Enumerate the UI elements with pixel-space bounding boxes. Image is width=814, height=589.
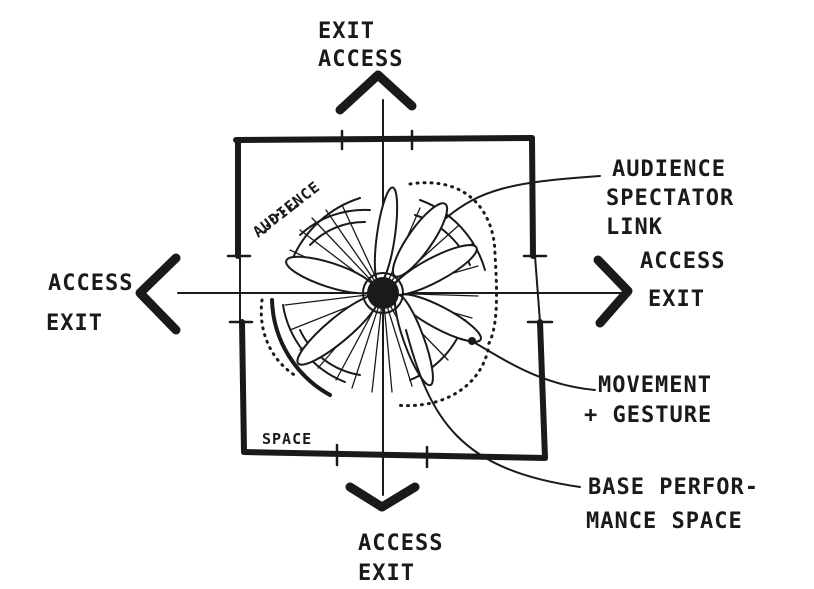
leader-movement: [470, 340, 595, 390]
arrow-left-icon: [140, 258, 176, 330]
leader-dot: [468, 337, 476, 345]
left-exit-label-line2: EXIT: [46, 311, 103, 336]
center-dot-icon: [367, 277, 399, 309]
base-performance-label-line2: MANCE SPACE: [586, 509, 743, 534]
square-left-edge-lower: [242, 322, 244, 452]
square-bottom-edge: [244, 452, 545, 458]
bottom-exit-label-line1: ACCESS: [358, 531, 443, 556]
top-exit-label-line1: EXIT: [318, 19, 375, 44]
square-right-edge-lower: [540, 322, 545, 458]
right-exit-label-line1: ACCESS: [640, 249, 725, 274]
arrow-right-icon: [598, 260, 628, 323]
movement-label-line2: + GESTURE: [584, 403, 712, 428]
audience-link-label-line2: SPECTATOR: [606, 186, 734, 211]
square-right-edge: [532, 138, 533, 256]
audience-link-label-line3: LINK: [606, 215, 663, 240]
center-performer: [363, 273, 403, 313]
bottom-exit-label-line2: EXIT: [358, 561, 415, 586]
movement-label-line1: MOVEMENT: [598, 373, 712, 398]
base-performance-label-line1: BASE PERFOR-: [588, 475, 759, 500]
square-top-edge: [236, 138, 532, 140]
audience-label: AUDIENCE: [249, 178, 323, 242]
arrow-up-icon: [340, 75, 412, 110]
right-exit-label-line2: EXIT: [648, 287, 705, 312]
left-exit-label-line1: ACCESS: [48, 271, 133, 296]
top-exit-label-line2: ACCESS: [318, 47, 403, 72]
square-right-edge-thin: [535, 256, 540, 322]
audience-link-label-line1: AUDIENCE: [612, 157, 726, 182]
space-label: SPACE: [262, 430, 312, 448]
